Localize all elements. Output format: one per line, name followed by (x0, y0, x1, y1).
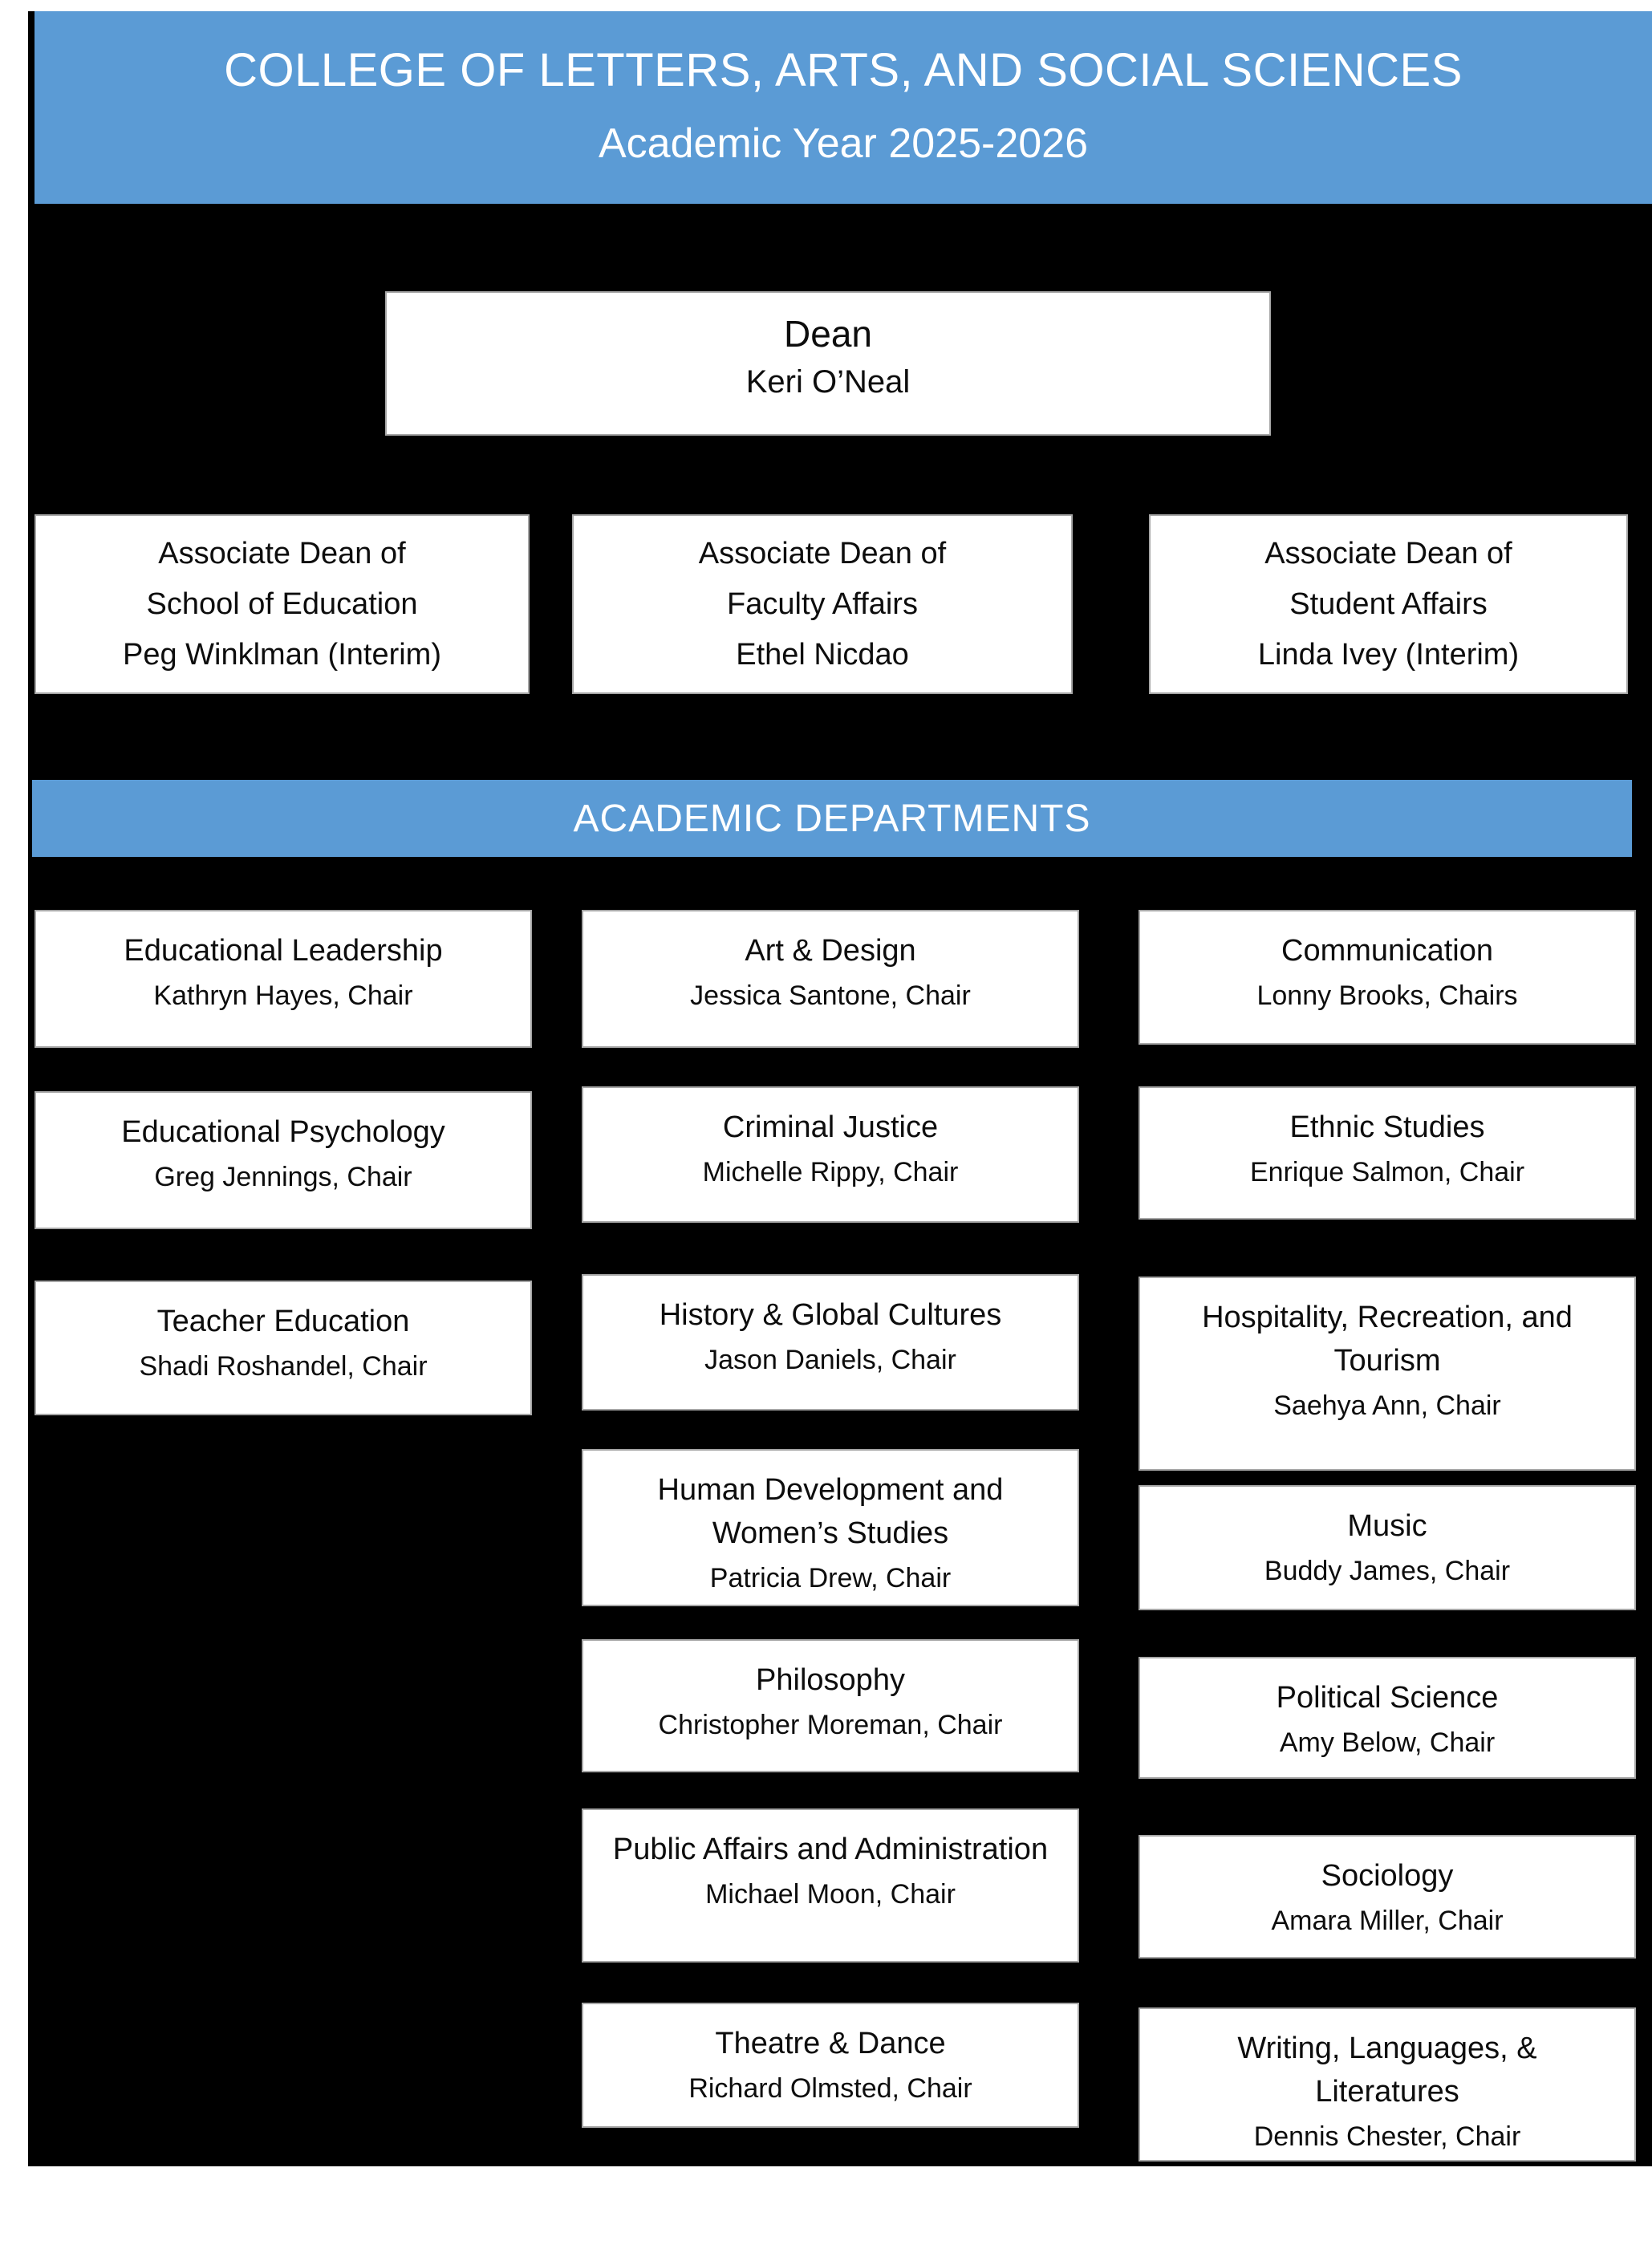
associate-dean-name: Peg Winklman (Interim) (123, 638, 441, 672)
dept-public-affairs-administration-box: Public Affairs and Administration Michae… (582, 1808, 1079, 1963)
dept-name: Communication (1281, 934, 1493, 968)
dept-chair: Buddy James, Chair (1264, 1556, 1511, 1586)
dean-name: Keri O’Neal (745, 364, 911, 400)
dept-chair: Michelle Rippy, Chair (702, 1157, 959, 1187)
dept-chair: Christopher Moreman, Chair (658, 1710, 1003, 1740)
dept-chair: Amara Miller, Chair (1271, 1906, 1504, 1936)
dept-name: Writing, Languages, & Literatures (1237, 2032, 1537, 2109)
academic-departments-label: ACADEMIC DEPARTMENTS (573, 797, 1091, 840)
associate-dean-title: Associate Dean of (1264, 537, 1512, 570)
dept-name: Human Development and Women’s Studies (657, 1473, 1004, 1550)
dept-name: Teacher Education (156, 1305, 410, 1338)
dean-title: Dean (784, 313, 872, 355)
dept-name: History & Global Cultures (659, 1298, 1002, 1332)
college-title-banner: COLLEGE OF LETTERS, ARTS, AND SOCIAL SCI… (35, 11, 1652, 204)
dept-name: Educational Leadership (124, 934, 443, 968)
dept-art-design-box: Art & Design Jessica Santone, Chair (582, 910, 1079, 1048)
dept-political-science-box: Political Science Amy Below, Chair (1139, 1657, 1636, 1779)
dept-name: Ethnic Studies (1289, 1110, 1485, 1144)
dept-ethnic-studies-box: Ethnic Studies Enrique Salmon, Chair (1139, 1086, 1636, 1220)
associate-dean-name: Linda Ivey (Interim) (1257, 638, 1520, 672)
dept-philosophy-box: Philosophy Christopher Moreman, Chair (582, 1639, 1079, 1772)
dept-chair: Enrique Salmon, Chair (1249, 1157, 1525, 1187)
associate-dean-education-box: Associate Dean of School of Education Pe… (35, 514, 530, 694)
dept-name: Art & Design (745, 934, 916, 968)
associate-dean-unit: Faculty Affairs (727, 587, 918, 621)
associate-dean-unit: Student Affairs (1289, 587, 1488, 621)
college-title: COLLEGE OF LETTERS, ARTS, AND SOCIAL SCI… (224, 43, 1463, 96)
dept-educational-leadership-box: Educational Leadership Kathryn Hayes, Ch… (35, 910, 532, 1048)
dept-communication-box: Communication Lonny Brooks, Chairs (1139, 910, 1636, 1045)
dept-history-global-cultures-box: History & Global Cultures Jason Daniels,… (582, 1274, 1079, 1411)
dept-name: Hospitality, Recreation, and Tourism (1202, 1301, 1573, 1378)
dept-chair: Patricia Drew, Chair (709, 1563, 952, 1593)
dept-chair: Greg Jennings, Chair (154, 1162, 412, 1192)
dept-educational-psychology-box: Educational Psychology Greg Jennings, Ch… (35, 1091, 532, 1229)
dept-name: Public Affairs and Administration (612, 1833, 1049, 1866)
dept-chair: Jason Daniels, Chair (704, 1345, 956, 1375)
dept-name: Music (1347, 1509, 1427, 1543)
dept-teacher-education-box: Teacher Education Shadi Roshandel, Chair (35, 1281, 532, 1415)
dept-criminal-justice-box: Criminal Justice Michelle Rippy, Chair (582, 1086, 1079, 1223)
dept-name: Criminal Justice (722, 1110, 939, 1144)
dept-chair: Amy Below, Chair (1279, 1727, 1496, 1758)
academic-departments-banner: ACADEMIC DEPARTMENTS (32, 780, 1632, 857)
dept-name: Sociology (1321, 1859, 1454, 1893)
dept-chair: Dennis Chester, Chair (1253, 2121, 1521, 2152)
dept-name: Educational Psychology (121, 1115, 445, 1149)
associate-dean-title: Associate Dean of (698, 537, 947, 570)
dept-chair: Michael Moon, Chair (705, 1879, 956, 1910)
academic-year: Academic Year 2025-2026 (598, 120, 1088, 168)
dept-music-box: Music Buddy James, Chair (1139, 1485, 1636, 1610)
associate-dean-student-box: Associate Dean of Student Affairs Linda … (1149, 514, 1628, 694)
dept-chair: Kathryn Hayes, Chair (153, 980, 413, 1011)
dept-chair: Richard Olmsted, Chair (688, 2073, 972, 2104)
dept-name: Political Science (1276, 1681, 1499, 1715)
associate-dean-faculty-box: Associate Dean of Faculty Affairs Ethel … (572, 514, 1073, 694)
associate-dean-title: Associate Dean of (158, 537, 406, 570)
dept-chair: Jessica Santone, Chair (690, 980, 971, 1011)
dept-chair: Saehya Ann, Chair (1273, 1390, 1501, 1421)
dean-box: Dean Keri O’Neal (385, 291, 1271, 436)
dept-name: Theatre & Dance (715, 2027, 946, 2060)
dept-name: Philosophy (756, 1663, 905, 1697)
associate-dean-unit: School of Education (146, 587, 418, 621)
dept-human-development-womens-studies-box: Human Development and Women’s Studies Pa… (582, 1449, 1079, 1606)
dept-chair: Shadi Roshandel, Chair (139, 1351, 428, 1382)
dept-chair: Lonny Brooks, Chairs (1256, 980, 1518, 1011)
dept-sociology-box: Sociology Amara Miller, Chair (1139, 1835, 1636, 1959)
dept-theatre-dance-box: Theatre & Dance Richard Olmsted, Chair (582, 2003, 1079, 2128)
dept-hospitality-recreation-tourism-box: Hospitality, Recreation, and Tourism Sae… (1139, 1277, 1636, 1471)
dept-writing-languages-literatures-box: Writing, Languages, & Literatures Dennis… (1139, 2007, 1636, 2162)
associate-dean-name: Ethel Nicdao (736, 638, 909, 672)
